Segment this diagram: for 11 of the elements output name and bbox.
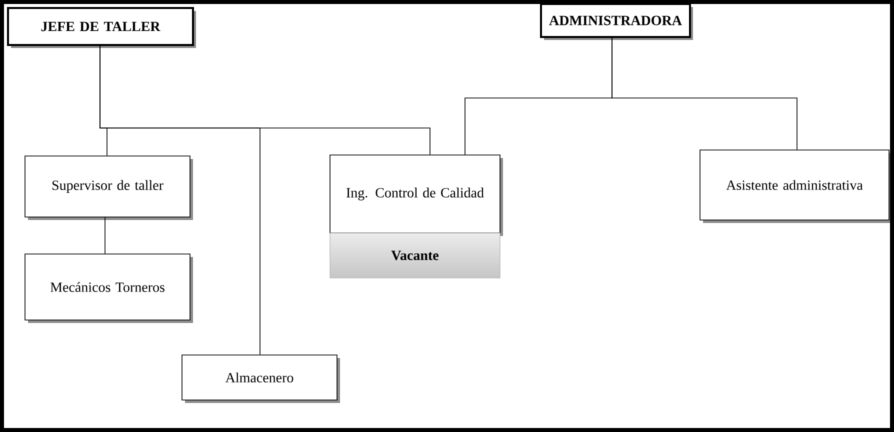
title-box: ADMINISTRADORA (540, 3, 693, 40)
title-box: JEFE DE TALLER (7, 7, 196, 48)
position-box: Almacenero (182, 354, 340, 403)
position-box: Mecánicos Torneros (24, 254, 193, 323)
status-band: Vacante (330, 232, 500, 278)
connector-line (100, 46, 430, 155)
position-box: Supervisor de taller (24, 156, 193, 220)
connector-line (612, 38, 798, 150)
position-box: Asistente administrativa (700, 150, 892, 223)
position-box: Ing. Control de Calidad (330, 154, 503, 236)
connector-line (104, 217, 106, 254)
